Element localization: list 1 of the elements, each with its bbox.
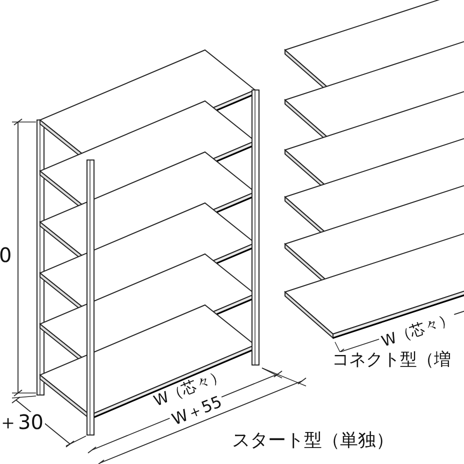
dimension-label: ＋30 [0,412,46,432]
